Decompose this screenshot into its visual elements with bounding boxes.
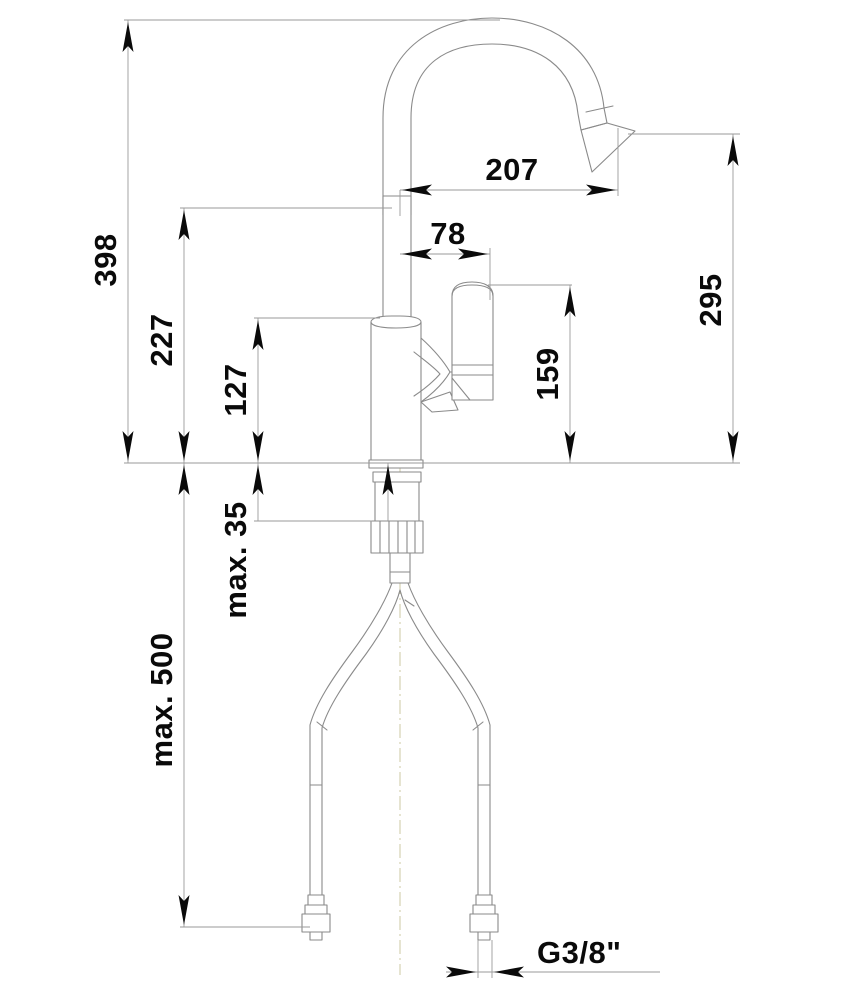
spout-outer-arc [382, 17, 608, 216]
dim-max500-label: max. 500 [144, 633, 179, 768]
dim-78-arrow-right [458, 248, 488, 260]
dimension-398: 398 [88, 20, 134, 463]
dim-127-arrow-top [252, 320, 264, 350]
dim-227-label: 227 [144, 313, 179, 366]
dim-207-arrow-left [402, 184, 432, 196]
shank-body [374, 481, 420, 525]
handle-hub-lower [413, 351, 441, 397]
dimension-227: 227 [144, 208, 190, 463]
hose-left-tail [309, 931, 323, 941]
hose-right-nut [469, 913, 499, 933]
hose-right-bend-mark [472, 721, 484, 731]
dim-g38-arrow-left [446, 966, 476, 978]
dim-398-label: 398 [88, 233, 123, 286]
aerator-collar [585, 105, 614, 113]
lever-handle [451, 281, 494, 401]
dim-207-label: 207 [485, 152, 538, 187]
dim-227-arrow-bottom [178, 431, 190, 461]
dimension-159: 159 [530, 285, 576, 463]
dim-max35-label: max. 35 [218, 501, 253, 618]
lever-handle-bottom-bevel [451, 377, 471, 401]
hose-right-collar [472, 904, 496, 915]
dim-159-label: 159 [530, 347, 565, 400]
hose-right-tail [477, 931, 491, 941]
spout-riser-column [382, 195, 412, 322]
dimension-78: 78 [400, 216, 490, 260]
dim-max35-arrow-top [252, 465, 264, 495]
dim-127-arrow-bottom [252, 431, 264, 461]
dim-227-arrow-top [178, 210, 190, 240]
dim-295-arrow-bottom [727, 431, 739, 461]
hose-stub [389, 552, 411, 584]
faucet-body-cylinder [370, 315, 422, 461]
hose-left-inner [321, 589, 401, 896]
dimension-g38: G3/8" [446, 935, 621, 978]
dim-295-arrow-top [727, 136, 739, 166]
hose-right-ferrule [475, 894, 493, 906]
hose-left-ferrule [307, 894, 325, 906]
dim-295-label: 295 [693, 273, 728, 326]
dimension-207: 207 [400, 152, 618, 196]
body-top-ellipse [370, 321, 422, 329]
lever-handle-top-curve [451, 284, 494, 297]
faucet-part-geometry [301, 17, 636, 941]
dimension-max-500: max. 500 [144, 463, 190, 927]
aerator-seam [580, 122, 608, 131]
dim-78-label: 78 [430, 216, 465, 251]
handle-base-flare [420, 391, 459, 413]
spout-inner-arc [410, 43, 582, 216]
base-flange [368, 459, 424, 469]
spout-aerator-tip [580, 122, 636, 173]
hose-right-outer [407, 582, 491, 896]
hose-left-nut [301, 913, 331, 933]
fixing-nut-ribs [379, 520, 416, 554]
dim-78-arrow-left [402, 248, 432, 260]
dim-g38-label: G3/8" [537, 935, 621, 970]
dim-159-arrow-top [564, 287, 576, 317]
dim-398-arrow-bottom [122, 431, 134, 461]
extension-lines [124, 19, 740, 978]
dim-127-label: 127 [218, 363, 253, 416]
dim-g38-arrow-right [494, 966, 524, 978]
dim-159-arrow-bottom [564, 431, 576, 461]
dim-398-arrow-top [122, 22, 134, 52]
dimension-295: 295 [693, 134, 739, 463]
hose-left-outer [309, 582, 393, 896]
threaded-shank [372, 471, 422, 483]
hose-right-split-mark [404, 599, 415, 607]
dim-207-arrow-right [586, 184, 616, 196]
hose-left-collar [304, 904, 328, 915]
dim-max35-arrow-top-right [382, 465, 394, 495]
dim-max500-arrow-bottom [178, 895, 190, 925]
hose-right-inner [399, 589, 479, 896]
dimension-max-35: max. 35 [218, 463, 394, 619]
hose-left-bend-mark [316, 721, 328, 731]
dimension-127: 127 [218, 318, 264, 463]
dim-max500-arrow-top [178, 465, 190, 495]
